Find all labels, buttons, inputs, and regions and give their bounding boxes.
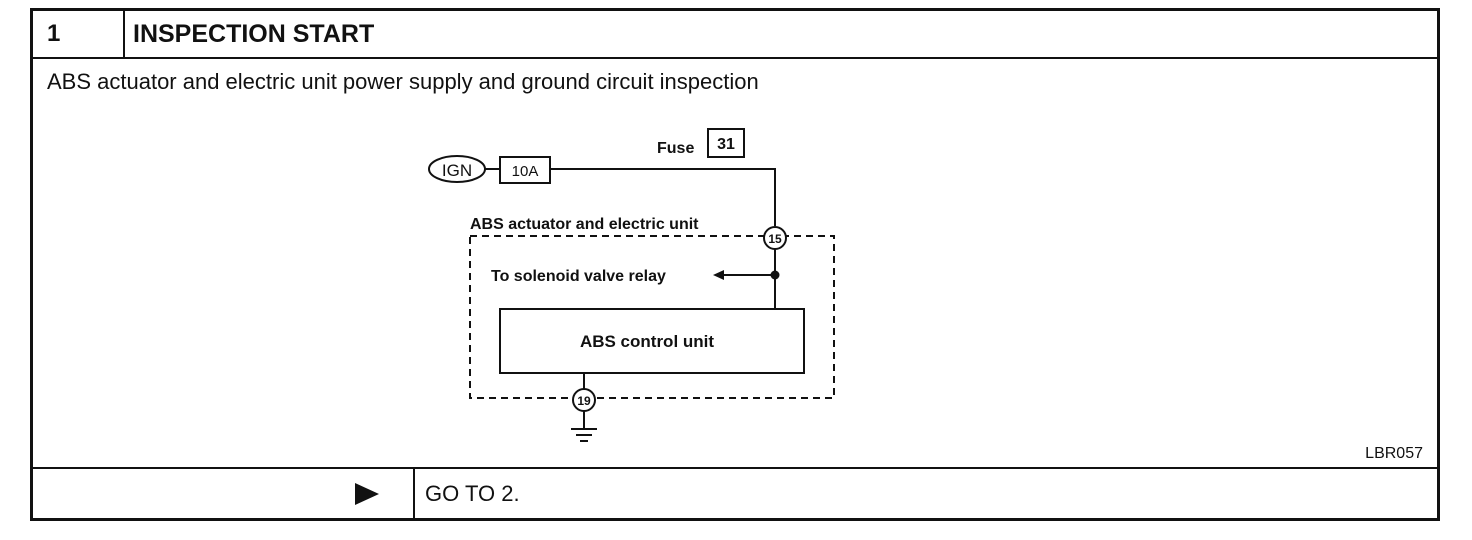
control-unit-label: ABS control unit [580, 332, 714, 351]
step-description: ABS actuator and electric unit power sup… [47, 69, 759, 94]
right-triangle-arrow-icon [355, 483, 379, 505]
inspection-table: 1 INSPECTION START ABS actuator and elec… [30, 8, 1440, 521]
step-title: INSPECTION START [133, 20, 375, 48]
terminal-ground: 19 [577, 394, 591, 408]
terminal-power: 15 [768, 232, 782, 246]
unit-label: ABS actuator and electric unit [470, 216, 699, 233]
ign-label: IGN [442, 161, 472, 180]
step-footer: GO TO 2. [33, 467, 1437, 518]
fuse-label: Fuse [657, 140, 694, 157]
unit-boundary [469, 235, 835, 399]
control-unit-box [499, 308, 805, 374]
fuse-number: 31 [717, 136, 735, 153]
figure-reference: LBR057 [1365, 445, 1423, 462]
fuse-number-box [707, 128, 745, 158]
step-header: 1 INSPECTION START [33, 11, 1437, 59]
relay-label: To solenoid valve relay [491, 268, 666, 285]
fuse-rating: 10A [512, 163, 539, 180]
footer-arrow-cell [33, 469, 415, 518]
step-number: 1 [33, 11, 125, 57]
circuit-diagram: IGN 10A Fuse 31 ABS actuator and electri… [428, 128, 835, 442]
goto-next-step[interactable]: GO TO 2. [425, 481, 520, 506]
relay-arrow [713, 270, 724, 280]
